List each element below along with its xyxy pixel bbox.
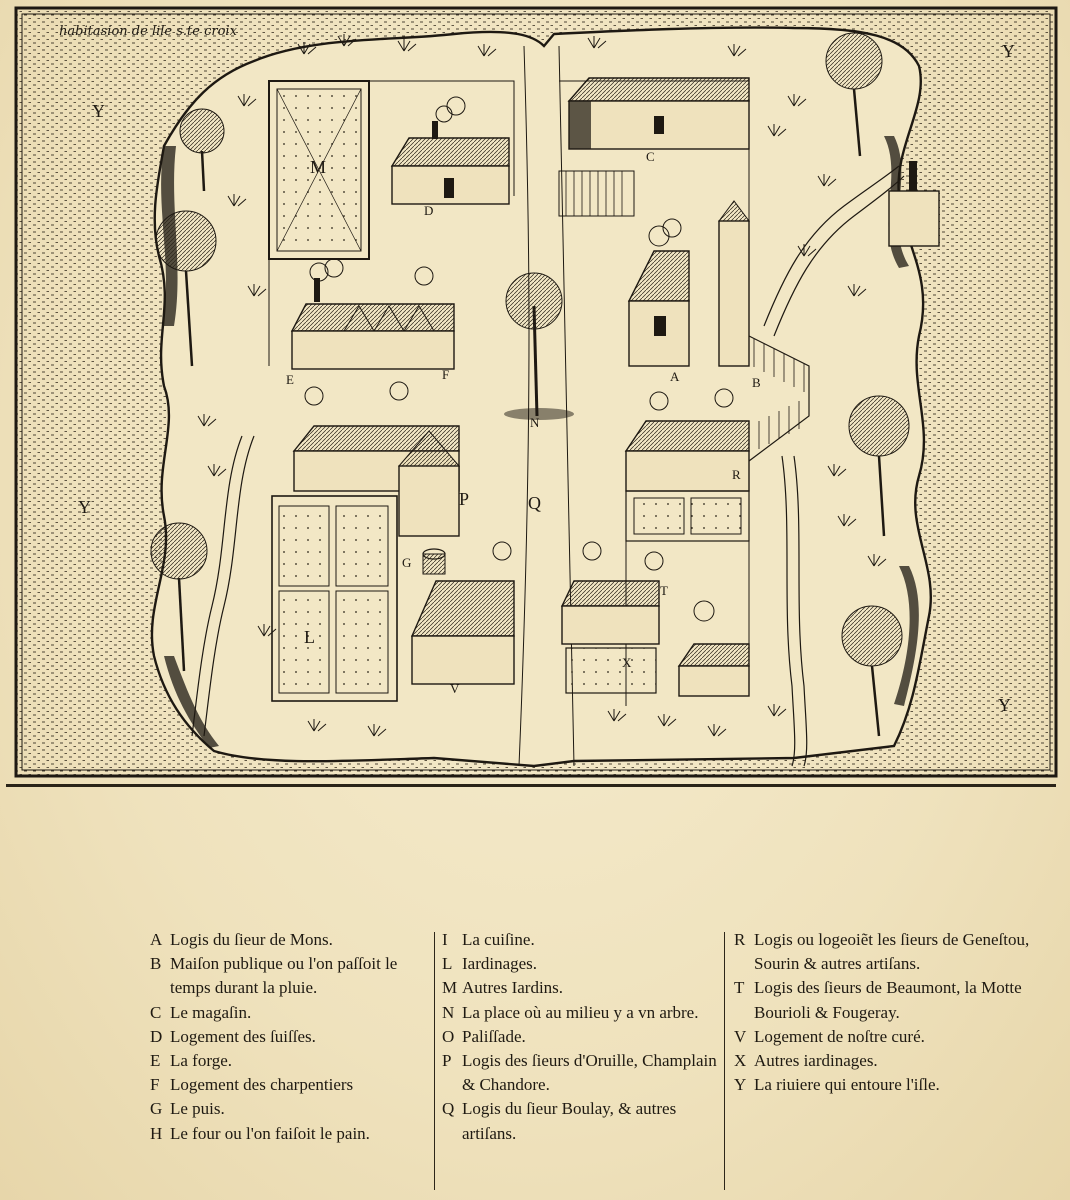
legend-text: Logement des ſuiſſes. (170, 1026, 316, 1046)
legend-entry-p: P Logis des ſieurs d'Oruille, Champlain &… (442, 1049, 722, 1097)
legend-entry-h: H Le four ou l'on faiſoit le pain. (150, 1122, 435, 1146)
map-title-banner: habitasion de lile s.te croix (59, 24, 237, 39)
label-g: G (402, 555, 412, 570)
legend-key: P (442, 1051, 452, 1071)
label-r: R (732, 467, 741, 482)
legend-entry-a: A Logis du ſieur de Mons. (150, 928, 435, 952)
legend-key: I (442, 930, 448, 949)
legend-text: Autres Iardins. (462, 978, 564, 998)
legend-entry-i: I La cuiſine. (442, 928, 722, 952)
legend-key: X (734, 1051, 747, 1071)
legend-text: Logis du ſieur Boulay, & autres artiſans… (462, 1099, 677, 1143)
label-l: L (304, 627, 315, 647)
legend-divider-1 (434, 932, 435, 1190)
map-illustration (14, 6, 1058, 778)
legend-entry-l: L Iardinages. (442, 952, 722, 976)
legend-text: La forge. (170, 1051, 232, 1071)
legend-entry-o: O Paliſſade. (442, 1025, 722, 1049)
legend-entry-v: V Logement de noſtre curé. (734, 1025, 1034, 1049)
legend-text: Paliſſade. (462, 1026, 526, 1046)
legend-text: Maiſon publique ou l'on paſſoit le temps… (170, 954, 398, 998)
legend-text: Le magaſin. (170, 1002, 252, 1022)
legend-key: C (150, 1002, 162, 1022)
legend-key: N (442, 1002, 455, 1022)
legend-column-1: A Logis du ſieur de Mons. B Maiſon publique… (150, 928, 435, 1146)
label-n: N (530, 415, 540, 430)
legend-key: G (150, 1099, 163, 1119)
label-v: V (450, 681, 460, 696)
label-a: A (670, 369, 680, 384)
legend-key: A (150, 930, 163, 949)
legend-entry-q: Q Logis du ſieur Boulay, & autres artiſan… (442, 1097, 722, 1145)
legend-entry-r: R Logis ou logeoiẽt les ſieurs de Geneſto… (734, 928, 1034, 976)
legend-text: La cuiſine. (462, 930, 535, 949)
label-t: T (660, 583, 668, 598)
legend-text: Logis du ſieur de Mons. (170, 930, 333, 949)
label-q: Q (528, 493, 541, 513)
label-e: E (286, 372, 294, 387)
label-d: D (424, 203, 434, 218)
legend-key: T (734, 978, 745, 998)
legend-key: O (442, 1026, 455, 1046)
label-f: F (442, 367, 450, 382)
legend-entry-f: F Logement des charpentiers (150, 1073, 435, 1097)
legend-text: Le four ou l'on faiſoit le pain. (170, 1123, 370, 1143)
legend-text: La place où au milieu y a vn arbre. (462, 1002, 699, 1022)
legend-text: La riuiere qui entoure l'iſle. (754, 1075, 940, 1095)
legend-key: Y (734, 1075, 747, 1095)
legend-text: Logis ou logeoiẽt les ſieurs de Geneſtou… (754, 930, 1030, 974)
legend-key: L (442, 954, 453, 974)
legend-text: Logis des ſieurs de Beaumont, la Motte B… (754, 978, 1022, 1022)
legend-entry-d: D Logement des ſuiſſes. (150, 1025, 435, 1049)
legend-key: M (442, 978, 458, 998)
legend-key: B (150, 954, 162, 974)
legend-key: R (734, 930, 746, 949)
label-y-bottomright: Y (998, 695, 1011, 715)
legend-text: Logement des charpentiers (170, 1075, 354, 1095)
legend-entry-b: B Maiſon publique ou l'on paſſoit le temp… (150, 952, 435, 1000)
label-y-left: Y (78, 497, 91, 517)
legend-text: Le puis. (170, 1099, 225, 1119)
legend-key: D (150, 1026, 163, 1046)
legend-column-3: R Logis ou logeoiẽt les ſieurs de Geneſto… (734, 928, 1034, 1097)
legend-text: Logement de noſtre curé. (754, 1026, 925, 1046)
label-y-topleft: Y (92, 101, 105, 121)
legend-key: Q (442, 1099, 455, 1119)
label-c: C (646, 149, 655, 164)
legend-text: Logis des ſieurs d'Oruille, Champlain & … (462, 1051, 717, 1095)
legend-entry-y: Y La riuiere qui entoure l'iſle. (734, 1073, 1034, 1097)
map-bottom-rule (6, 784, 1056, 787)
label-x: X (622, 655, 632, 670)
legend-entry-c: C Le magaſin. (150, 1001, 435, 1025)
legend-text: Autres iardinages. (754, 1051, 878, 1071)
label-b: B (752, 375, 761, 390)
label-m: M (310, 157, 327, 177)
label-y-topright: Y (1002, 41, 1015, 61)
legend-divider-2 (724, 932, 725, 1190)
legend-key: H (150, 1123, 163, 1143)
legend-text: Iardinages. (462, 954, 538, 974)
legend-entry-x: X Autres iardinages. (734, 1049, 1034, 1073)
legend-entry-g: G Le puis. (150, 1097, 435, 1121)
legend-key: F (150, 1075, 160, 1095)
legend-entry-e: E La forge. (150, 1049, 435, 1073)
legend-entry-n: N La place où au milieu y a vn arbre. (442, 1001, 722, 1025)
label-p: P (459, 489, 470, 509)
legend-entry-t: T Logis des ſieurs de Beaumont, la Motte … (734, 976, 1034, 1024)
legend-key: E (150, 1051, 161, 1071)
legend-key: V (734, 1026, 747, 1046)
map-engraving: habitasion de lile s.te croix M D C E F … (14, 6, 1060, 780)
